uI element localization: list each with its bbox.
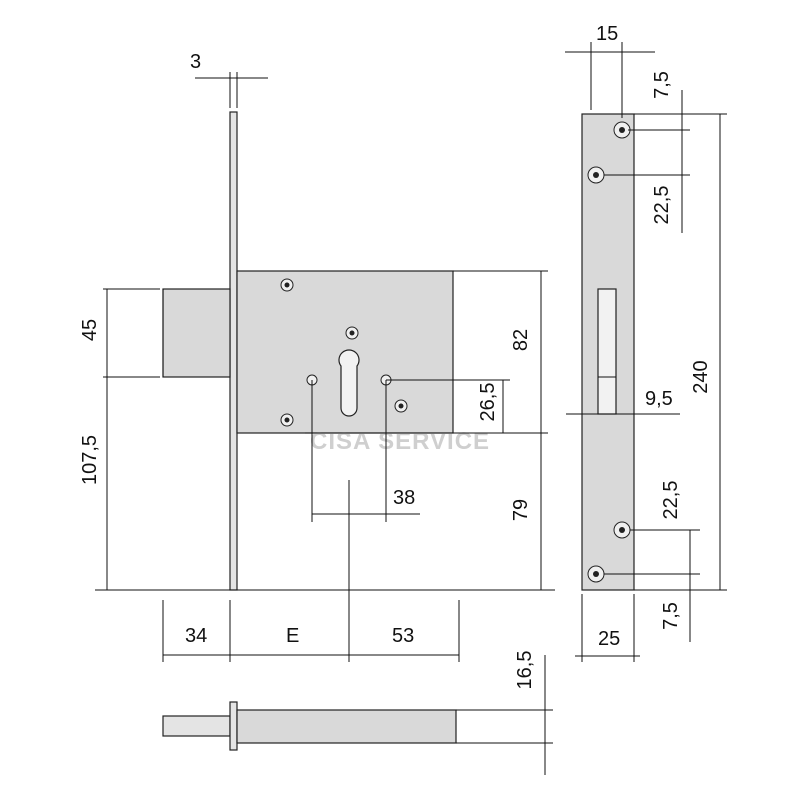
dim-16-5: 16,5 [514,651,536,690]
watermark: CISA SERVICE [310,428,490,455]
bolt-side-view: 16,5 [162,651,553,775]
screw-icon [280,278,294,292]
dim-26-5: 26,5 [477,383,499,422]
dim-lower-height: 107,5 [79,435,101,485]
dim-offset-34: 34 [185,625,207,647]
dim-bolt-height: 45 [79,319,101,341]
faceplate [229,111,238,591]
dim-faceplate-thickness: 3 [190,51,201,73]
dim-22-5-top: 22,5 [651,186,673,225]
screw-icon [394,399,408,413]
bolt-rod [162,715,231,737]
strike-plate-dimensions: 15 7,5 22,5 240 9,5 22,5 7,5 25 [565,23,727,662]
dim-7-5-bottom: 7,5 [660,602,682,630]
bolt-flange [229,701,238,751]
dim-38: 38 [393,487,415,509]
dim-9-5: 9,5 [645,388,673,410]
dim-53: 53 [392,625,414,647]
bolt-block [162,288,231,378]
screw-icon [280,413,294,427]
dim-7-5-top: 7,5 [651,71,673,99]
dim-22-5-bottom: 22,5 [660,481,682,520]
screw-hole-icon [613,121,631,139]
screw-hole-icon [587,565,605,583]
screw-hole-icon [613,521,631,539]
dim-240: 240 [690,360,712,393]
dim-25: 25 [598,628,620,650]
dim-79: 79 [510,499,532,521]
dim-82: 82 [510,329,532,351]
front-view-dimensions: 3 45 107,5 34 E 53 82 79 26,5 38 [79,51,555,662]
strike-plate [581,113,635,591]
cylinder-keyhole [338,349,360,417]
lock-front-view [162,111,454,591]
screw-icon [345,326,359,340]
dim-backset-e: E [286,625,299,647]
dim-15: 15 [596,23,618,45]
strike-slot [597,288,617,415]
bolt-body [236,709,457,744]
screw-hole-icon [587,166,605,184]
